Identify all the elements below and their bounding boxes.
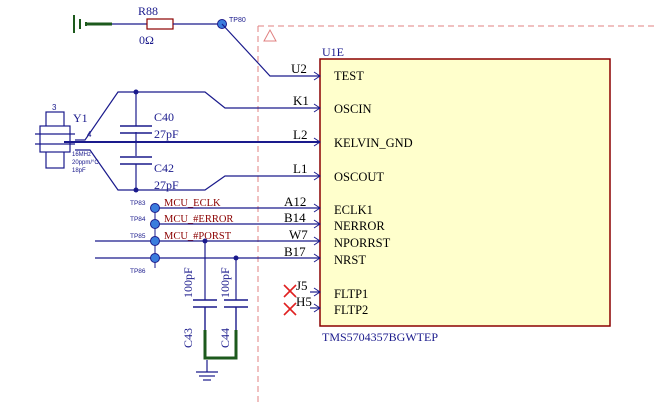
tp84-label: TP84 — [130, 216, 146, 223]
ic-body[interactable] — [319, 58, 611, 327]
capacitor-c43[interactable] — [193, 299, 217, 330]
sheet-border — [257, 25, 657, 402]
tp80-label: TP80 — [229, 17, 246, 24]
y1-spec-load: 18pF — [72, 168, 86, 174]
y1-spec-frequency: 16MHz — [72, 152, 91, 158]
no-connect-cross-icon — [283, 284, 297, 316]
pin-name: FLTP2 — [334, 303, 368, 317]
capacitor-c42[interactable] — [120, 156, 152, 165]
ic-designator: U1E — [322, 45, 344, 59]
pin-ball: B14 — [284, 210, 306, 225]
testpoint-tp86[interactable] — [150, 253, 160, 263]
pin-name: OSCIN — [334, 102, 372, 116]
pin-name: OSCOUT — [334, 170, 384, 184]
pin-name: TEST — [334, 69, 364, 83]
junction-dot — [133, 89, 139, 95]
y1-spec-tolerance: 20ppm/°C — [72, 160, 99, 166]
r88-value: 0Ω — [139, 33, 154, 47]
pin-name: KELVIN_GND — [334, 136, 413, 150]
ground-icon — [196, 360, 218, 381]
ground-symbol-top — [73, 15, 112, 33]
c43-ref: C43 — [181, 328, 195, 348]
r88-ref: R88 — [138, 4, 158, 18]
net-label-mcu-eclk: MCU_ECLK — [164, 198, 221, 209]
c44-value: 100pF — [218, 267, 232, 298]
net-label-mcu-error: MCU_#ERROR — [164, 214, 233, 225]
tp86-label: TP86 — [130, 268, 146, 275]
net-label-mcu-porst: MCU_#PORST — [164, 231, 232, 242]
pin-ball: K1 — [293, 93, 309, 108]
pin-ball: L2 — [293, 127, 307, 142]
junction-dot — [233, 255, 239, 261]
ic-part-number: TMS5704357BGWTEP — [322, 330, 438, 344]
testpoint-tp85[interactable] — [150, 236, 160, 246]
tp83-label: TP83 — [130, 200, 146, 207]
pin-ball: L1 — [293, 161, 307, 176]
c42-value: 27pF — [154, 178, 179, 192]
pin-name: NERROR — [334, 219, 385, 233]
pin-name: ECLK1 — [334, 203, 373, 217]
capacitor-c40[interactable] — [120, 125, 152, 134]
warning-triangle-icon — [263, 28, 277, 42]
ground-symbol-bottom — [203, 330, 238, 360]
wire-oscillator — [64, 91, 320, 191]
pin-ball: A12 — [284, 194, 306, 209]
pin-ball: W7 — [289, 227, 308, 242]
capacitor-c44[interactable] — [224, 299, 248, 330]
testpoint-tp84[interactable] — [150, 219, 160, 229]
c44-ref: C44 — [218, 328, 232, 348]
wire-signals — [95, 207, 320, 309]
junction-dot — [202, 238, 208, 244]
junction-dot — [133, 187, 139, 193]
pin-arrows — [313, 71, 321, 313]
pin-ball: H5 — [296, 294, 312, 309]
c40-value: 27pF — [154, 127, 179, 141]
y1-pin3: 3 — [52, 103, 57, 112]
c42-ref: C42 — [154, 161, 174, 175]
tp85-label: TP85 — [130, 233, 146, 240]
pin-name: NPORRST — [334, 236, 391, 250]
wire-test — [221, 23, 320, 77]
c40-ref: C40 — [154, 110, 174, 124]
crystal-y1[interactable] — [35, 111, 75, 169]
pin-name: NRST — [334, 253, 366, 267]
y1-ref: Y1 — [73, 111, 88, 125]
testpoint-tp83[interactable] — [150, 203, 160, 213]
pin-ball: U2 — [291, 61, 307, 76]
pin-name: FLTP1 — [334, 287, 368, 301]
resistor-r88[interactable] — [112, 18, 220, 30]
pin-list: U2 TEST K1 OSCIN L2 KELVIN_GND L1 OSCOUT… — [284, 61, 413, 317]
pin-ball: B17 — [284, 244, 306, 259]
pin-ball: J5 — [296, 278, 308, 293]
c43-value: 100pF — [181, 267, 195, 298]
